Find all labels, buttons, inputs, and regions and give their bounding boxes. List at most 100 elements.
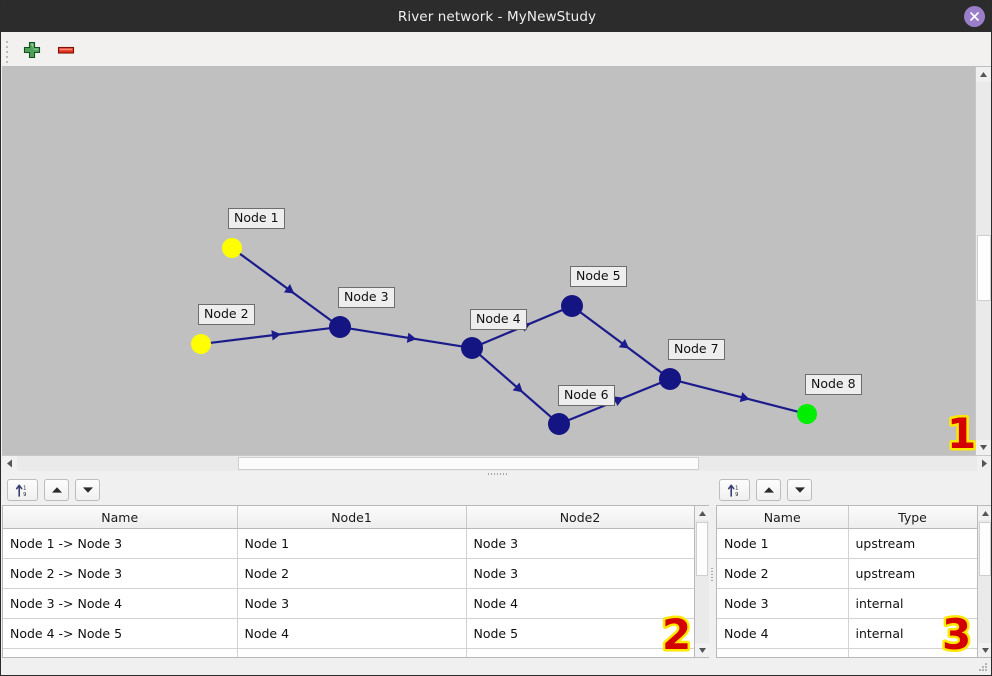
graph-horizontal-scrollbar[interactable] <box>2 455 991 471</box>
splitter-grip-dots <box>710 568 713 583</box>
arrow-down-icon[interactable] <box>75 479 100 501</box>
graph-node-node-4[interactable] <box>461 337 483 359</box>
graph-node-node-6[interactable] <box>548 413 570 435</box>
node-name-cell[interactable]: Node 2 <box>717 558 849 589</box>
graph-node-node-1[interactable] <box>222 238 242 258</box>
graph-node-label-node-2[interactable]: Node 2 <box>198 304 255 325</box>
empty-cell[interactable] <box>237 648 467 657</box>
reaches-vscroll-thumb[interactable] <box>696 522 708 576</box>
main-toolbar <box>2 32 991 67</box>
nodes-vscroll-thumb[interactable] <box>979 522 991 576</box>
graph-node-label-node-8[interactable]: Node 8 <box>805 374 862 395</box>
node-type-cell[interactable]: upstream <box>848 558 977 589</box>
graph-edge-arrow-icon <box>613 396 624 406</box>
reach-node2-cell[interactable]: Node 3 <box>466 558 694 589</box>
reach-name-cell[interactable]: Node 3 -> Node 4 <box>3 588 238 619</box>
node-type-cell[interactable]: internal <box>848 618 977 649</box>
vertical-splitter[interactable] <box>709 475 714 675</box>
horizontal-splitter[interactable] <box>2 471 991 476</box>
graph-node-label-node-1[interactable]: Node 1 <box>228 208 285 229</box>
empty-cell[interactable] <box>717 648 849 657</box>
empty-cell[interactable] <box>3 648 238 657</box>
nodes-col-name[interactable]: Name <box>717 506 849 529</box>
graph-edge[interactable] <box>478 353 553 419</box>
graph-edge[interactable] <box>349 327 463 348</box>
node-type-cell[interactable]: internal <box>848 588 977 619</box>
arrow-up-icon[interactable] <box>44 479 69 501</box>
graph-edge[interactable] <box>209 327 331 344</box>
reach-node1-cell[interactable]: Node 4 <box>237 618 467 649</box>
arrow-up-icon[interactable] <box>756 479 781 501</box>
graph-vertical-scrollbar[interactable] <box>975 67 991 455</box>
reach-node2-cell[interactable]: Node 5 <box>466 618 694 649</box>
network-diagram-canvas[interactable]: Node 1 Node 2 Node 3 Node 4 Node 5 Node 6 Node… <box>2 67 991 455</box>
node-name-cell[interactable]: Node 3 <box>717 588 849 619</box>
scroll-up-icon[interactable] <box>978 506 991 520</box>
reaches-col-node1[interactable]: Node1 <box>237 506 467 529</box>
add-plus-icon[interactable] <box>20 38 44 62</box>
reach-name-cell[interactable]: Node 1 -> Node 3 <box>3 528 238 559</box>
node-type-cell[interactable]: upstream <box>848 528 977 559</box>
graph-hscroll-thumb[interactable] <box>238 457 699 470</box>
graph-node-node-3[interactable] <box>329 316 351 338</box>
graph-node-label-node-7[interactable]: Node 7 <box>668 339 725 360</box>
sort-icon[interactable]: 1 9 <box>7 479 38 501</box>
scroll-up-icon[interactable] <box>695 506 709 520</box>
reaches-vertical-scrollbar[interactable] <box>694 505 710 658</box>
graph-node-label-node-3[interactable]: Node 3 <box>338 287 395 308</box>
graph-edge[interactable] <box>238 252 333 322</box>
scroll-down-icon[interactable] <box>978 643 991 657</box>
reach-node1-cell[interactable]: Node 1 <box>237 528 467 559</box>
table-empty-row[interactable] <box>3 648 694 657</box>
reach-node2-cell[interactable]: Node 3 <box>466 528 694 559</box>
graph-node-label-node-4[interactable]: Node 4 <box>470 309 527 330</box>
table-empty-row[interactable] <box>717 648 977 657</box>
resize-grip[interactable] <box>979 663 989 673</box>
graph-edge[interactable] <box>579 311 663 374</box>
reach-name-cell[interactable]: Node 4 -> Node 5 <box>3 618 238 649</box>
reach-name-cell[interactable]: Node 2 -> Node 3 <box>3 558 238 589</box>
graph-vscroll-thumb[interactable] <box>977 235 991 301</box>
toolbar-grip[interactable] <box>6 41 10 63</box>
graph-node-node-8[interactable] <box>797 404 817 424</box>
reach-node2-cell[interactable]: Node 4 <box>466 588 694 619</box>
reach-node1-cell[interactable]: Node 2 <box>237 558 467 589</box>
scroll-left-icon[interactable] <box>2 456 17 471</box>
scroll-up-icon[interactable] <box>976 67 991 82</box>
reaches-col-node2[interactable]: Node2 <box>466 506 694 529</box>
graph-edge[interactable] <box>679 380 799 413</box>
delete-minus-icon[interactable] <box>54 38 78 62</box>
reaches-col-name[interactable]: Name <box>3 506 238 529</box>
close-icon[interactable] <box>964 6 985 27</box>
graph-node-node-2[interactable] <box>191 334 211 354</box>
graph-node-node-7[interactable] <box>659 368 681 390</box>
nodes-vertical-scrollbar[interactable] <box>977 505 991 658</box>
scroll-down-icon[interactable] <box>976 440 991 455</box>
empty-cell[interactable] <box>466 648 694 657</box>
arrow-down-icon[interactable] <box>787 479 812 501</box>
sort-icon[interactable]: 1 9 <box>719 479 750 501</box>
graph-edge-arrow-icon <box>618 338 630 349</box>
scroll-right-icon[interactable] <box>977 456 991 471</box>
scroll-down-icon[interactable] <box>695 643 709 657</box>
graph-drawing-area[interactable] <box>2 67 977 455</box>
graph-node-label-node-6[interactable]: Node 6 <box>558 385 615 406</box>
graph-node-node-5[interactable] <box>561 295 583 317</box>
node-name-cell[interactable]: Node 4 <box>717 618 849 649</box>
reach-node1-cell[interactable]: Node 3 <box>237 588 467 619</box>
graph-node-label-node-5[interactable]: Node 5 <box>570 266 627 287</box>
empty-cell[interactable] <box>848 648 977 657</box>
nodes-col-type[interactable]: Type <box>848 506 977 529</box>
node-name-cell[interactable]: Node 1 <box>717 528 849 559</box>
